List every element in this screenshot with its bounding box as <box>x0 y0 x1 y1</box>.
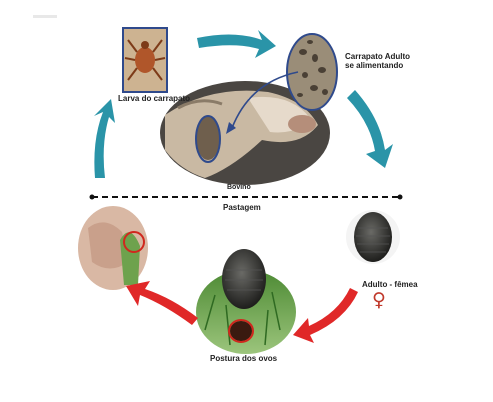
divider-endpoint-left <box>89 194 95 200</box>
connector-arrow <box>231 71 299 129</box>
arrow-eggs-to-larvae <box>126 281 198 325</box>
adult-feeding-image <box>286 33 338 111</box>
adult-feeding-label-line1: Carrapato Adulto <box>345 52 411 61</box>
egg-laying-label: Postura dos ovos <box>210 354 278 363</box>
divider-endpoint-right <box>397 194 403 200</box>
arrow-adult-to-female <box>347 90 393 168</box>
larvae-highlight-ring <box>123 231 145 253</box>
pasture-label: Pastagem <box>223 203 261 212</box>
adult-feeding-label: Carrapato Adulto se alimentando <box>345 52 411 71</box>
larva-image <box>122 27 168 93</box>
female-tick-image <box>346 210 400 264</box>
arrow-female-to-eggs <box>293 288 358 343</box>
eggs-highlight-ring <box>228 319 254 343</box>
female-label: Adulto - fêmea <box>362 280 418 289</box>
arrow-larva-to-adult <box>197 30 276 58</box>
adult-feeding-label-line2: se alimentando <box>345 60 404 70</box>
bovine-label: Bovino <box>227 184 251 191</box>
cow-tick-highlight-ring <box>195 115 221 163</box>
connector-arrowhead <box>226 122 236 134</box>
arrow-pasture-to-larva <box>94 99 115 178</box>
egg-laying-image <box>196 249 296 354</box>
female-symbol-icon: ♀ <box>372 289 386 311</box>
hand-with-larvae-image <box>78 206 148 290</box>
corner-mark <box>33 15 57 18</box>
larva-label: Larva do carrapato <box>118 94 191 103</box>
